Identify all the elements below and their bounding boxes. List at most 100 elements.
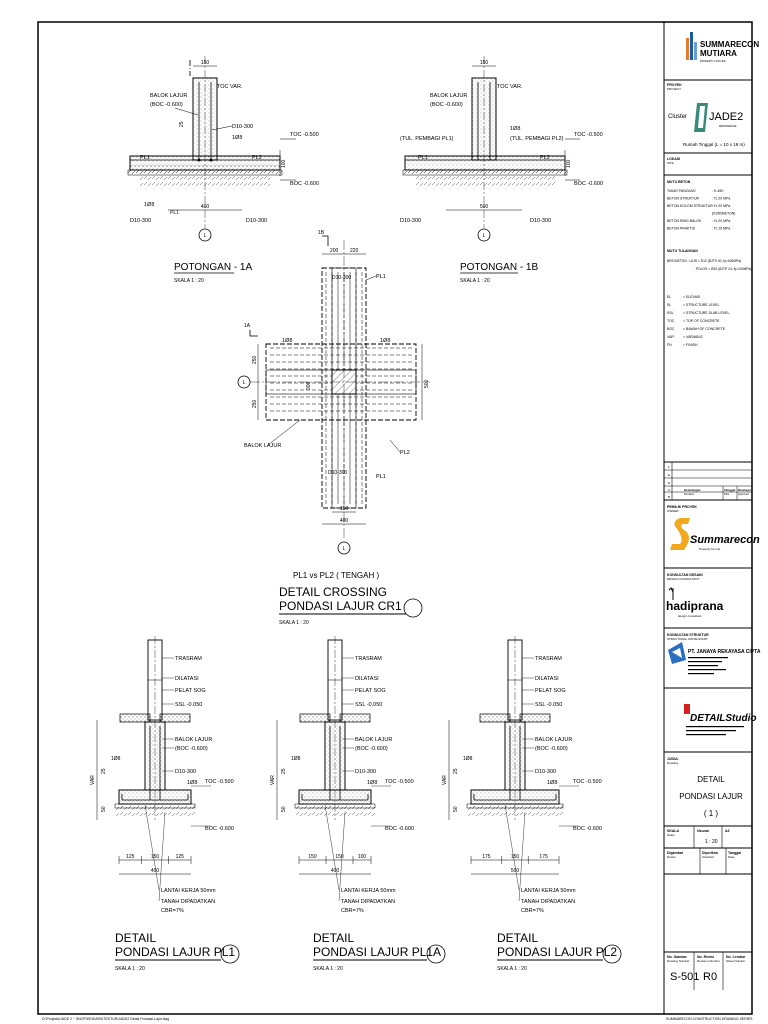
p1a-toc-var: TOC VAR. [217, 84, 243, 90]
mutu-row-value: : f'c 20 MPa [712, 219, 730, 223]
cross-d400: 400 [340, 518, 349, 524]
detail-lantai: LANTAI KERJA 50mm [521, 888, 576, 894]
p1a-pl2: PL2 [252, 155, 262, 161]
no-lembar-sub: Sheet Number [726, 959, 745, 963]
owner-tag: Property for Life [699, 547, 721, 551]
p1a-dim-400: 400 [201, 204, 210, 210]
svg-text:L: L [483, 233, 486, 239]
tanggal2-sub: Date [728, 855, 735, 859]
detail-1d8-left: 1Ø8 [111, 756, 121, 762]
no-gambar-sub: Drawing Number [667, 959, 690, 963]
tanggal-label: Tanggal [724, 488, 735, 492]
logo-sub: MUTIARA [700, 49, 737, 58]
detail-label: TRASRAM [355, 656, 382, 662]
skala-sub: Scale [667, 833, 675, 837]
drawing-number: S-501 [670, 971, 699, 983]
detail-label: PELAT SOG [175, 688, 206, 694]
cross-1d8-left: 1Ø8 [282, 338, 292, 344]
section-1b: 150 500 100 BALOK LAJUR (BOC -0.600) TOC… [400, 56, 603, 284]
cross-d220: 220 [350, 248, 359, 254]
mutu-row-value: : f'c 20 MPa [712, 197, 730, 201]
tulangan-row: BESI BETON : ULIR > D12 (BJTS 40, fy=400… [667, 259, 741, 263]
cross-title1: DETAIL CROSSING [279, 585, 387, 599]
p1b-d10-left: D10-300 [400, 218, 421, 224]
detail-label: D10-300 [175, 769, 196, 775]
detail-d50: 50 [101, 806, 107, 812]
proyek-label: PROYEK [667, 83, 682, 87]
keterangan-label: Keterangan [684, 488, 701, 492]
judul-line2: PONDASI LAJUR [679, 792, 743, 801]
owner-name: Summarecon [690, 534, 760, 546]
hadiprana-sub: design consultant [678, 614, 702, 618]
svg-text:E: E [668, 473, 670, 477]
detail-scale: SKALA 1 : 20 [497, 966, 527, 972]
detail-subdim: 125 [126, 854, 135, 860]
struktur-label: KONSULTAN STRUKTUR [667, 633, 709, 637]
detail-1d8-left: 1Ø8 [463, 756, 473, 762]
cross-d150: 150 [340, 506, 349, 512]
detail-label: BALOK LAJUR [175, 737, 212, 743]
detail-label: BALOK LAJUR [535, 737, 572, 743]
disetujui-sub: Approved [738, 493, 749, 496]
tulangan-row: : POLOS < Ø10 (BJTP 24, fy=240MPa) [694, 267, 751, 271]
detail-studio-logo: DETAILStudio [684, 704, 756, 736]
svg-text:PL1: PL1 [170, 210, 179, 216]
detail-subdim: 125 [176, 854, 185, 860]
no-revisi-sub: Revision Number [697, 959, 720, 963]
revision-table [664, 462, 752, 500]
digambar-label: Digambar [667, 851, 684, 855]
detail-d50: 50 [281, 806, 287, 812]
svg-text:D: D [668, 481, 671, 485]
p1a-title: POTONGAN - 1A [174, 262, 252, 273]
abbrev-key: SL [667, 303, 671, 307]
detail-subdim: 150 [308, 854, 317, 860]
mutu-row-key: TIANG PANCANG [667, 189, 696, 193]
mutu-beton-title: MUTU BETON [667, 180, 691, 184]
konsultan-label: KONSULTAN DESAIN [667, 573, 703, 577]
cross-axis-bottom [337, 541, 351, 555]
cross-scale: SKALA 1 : 20 [279, 620, 309, 626]
p1a-dim-top: 150 [201, 60, 210, 66]
detail-boc: BOC -0.600 [205, 826, 234, 832]
cluster-sub: RESIDENCE [719, 124, 737, 128]
section-1a: 150 400 100 BALOK LAJUR (BOC -0.600) TOC… [127, 56, 319, 284]
no-gambar-label: No. Gambar [667, 955, 687, 959]
p1b-balok-label: BALOK LAJUR [430, 93, 467, 99]
no-lembar-label: No. Lembar [726, 955, 746, 959]
konsultan-sub: DESIGN CONSULTANT [667, 577, 699, 581]
abbrev-key: VAR [667, 335, 674, 339]
detail-subdim: 150 [335, 854, 344, 860]
abbrev-key: BOC [667, 327, 675, 331]
keterangan-sub: Remarks [684, 493, 695, 496]
svg-text:C: C [668, 488, 671, 492]
detail-cbr: CBR=7% [341, 908, 364, 914]
cross-1d8-right: 1Ø8 [380, 338, 390, 344]
cross-title2: PONDASI LAJUR CR1 [279, 599, 402, 613]
p1a-1d8: 1Ø8 [232, 135, 242, 141]
abbrev-value: = VARIABLE [683, 335, 704, 339]
detail-label: TRASRAM [535, 656, 562, 662]
p1b-tul-right: (TUL. PEMBAGI PL2) [510, 136, 564, 142]
cross-pl1-bottom: PL1 [376, 474, 386, 480]
detail-label: SSL -0.050 [355, 702, 382, 708]
abbrev-value: = ELEVASI [683, 295, 700, 299]
mutu-tulangan-title: MUTU TULANGAN [667, 249, 698, 253]
detail-title-1: DETAIL [313, 931, 354, 945]
mutu-row-value: : f'c 20 MPa [712, 204, 730, 208]
detail-label: BALOK LAJUR [355, 737, 392, 743]
judul-label: JUDUL [667, 757, 680, 761]
p1a-boc2: BOC -0.600 [290, 181, 319, 187]
detail-label: DILATASI [535, 676, 559, 682]
sheet-border [37, 21, 753, 1015]
cross-1a: 1A [244, 323, 251, 329]
cross-axis-left [237, 375, 251, 389]
p1b-title: POTONGAN - 1B [460, 262, 538, 273]
p1a-boc-label: (BOC -0.600) [150, 102, 183, 108]
footer-series: SUMMARECON CONSTRUCTION DRAWING SERIES [666, 1017, 753, 1021]
detail-studio: DETAILStudio [690, 713, 756, 724]
hadiprana-logo: hadiprana design consultant [666, 587, 724, 618]
p1b-axis-bubble [477, 228, 491, 242]
detail-cbr: CBR=7% [161, 908, 184, 914]
